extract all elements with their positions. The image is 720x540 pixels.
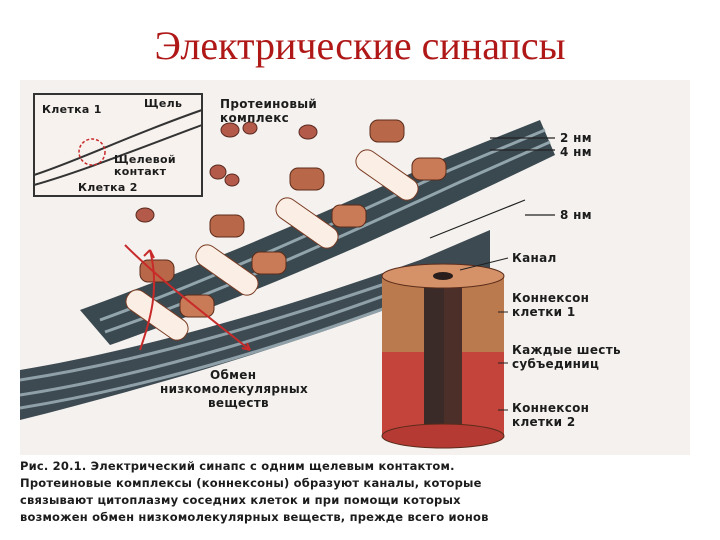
inset-label-cell1: Клетка 1 xyxy=(42,103,102,116)
connexon-pair-1 xyxy=(125,259,215,341)
label-subunits-2: субъединиц xyxy=(512,357,600,371)
inset-label-cell2: Клетка 2 xyxy=(78,181,138,194)
inset-label-gap: Щель xyxy=(144,97,183,110)
slide-title: Электрические синапсы xyxy=(154,23,566,68)
label-subunits-1: Каждые шесть xyxy=(512,343,621,357)
gap-junction-figure: Клетка 1 Щель Щелевой контакт Клетка 2 П… xyxy=(20,80,690,535)
connexon-cylinder xyxy=(381,263,505,449)
connexon-pair-4 xyxy=(355,119,447,201)
membrane-cell-2 xyxy=(20,230,490,420)
caption-line-4: возможен обмен низкомолекулярных веществ… xyxy=(20,510,489,524)
dim-8nm-line xyxy=(429,199,526,239)
caption-line-1: Рис. 20.1. Электрический синапс с одним … xyxy=(20,459,455,473)
cylinder-leader-lines xyxy=(459,257,509,411)
inset-label-gap-contact-2: контакт xyxy=(114,165,167,178)
dimension-lines xyxy=(429,137,555,239)
caption-line-2: Протеиновые комплексы (коннексоны) образ… xyxy=(20,476,482,490)
label-connexon1-1: Коннексон xyxy=(512,291,590,305)
figure-caption: Рис. 20.1. Электрический синапс с одним … xyxy=(20,458,690,526)
vesicles xyxy=(135,121,318,223)
label-channel: Канал xyxy=(512,251,557,265)
exchange-arrows xyxy=(124,244,251,351)
label-exchange-2: низкомолекулярных xyxy=(160,382,309,396)
label-exchange-1: Обмен xyxy=(210,368,257,382)
label-protein-complex-2: комплекс xyxy=(220,111,290,125)
connexon-pair-3 xyxy=(275,167,367,249)
connexon-pairs xyxy=(125,119,447,341)
inset-diagram xyxy=(33,93,203,197)
label-2nm: 2 нм xyxy=(560,131,592,145)
connexon-pair-2 xyxy=(195,214,287,296)
label-exchange-3: веществ xyxy=(208,396,269,410)
label-connexon2-1: Коннексон xyxy=(512,401,590,415)
gap-junction-illustration xyxy=(20,80,690,455)
label-4nm: 4 нм xyxy=(560,145,592,159)
label-connexon1-2: клетки 1 xyxy=(512,305,576,319)
caption-line-3: связывают цитоплазму соседних клеток и п… xyxy=(20,493,461,507)
inset-label-gap-contact-1: Щелевой xyxy=(114,153,176,166)
label-connexon2-2: клетки 2 xyxy=(512,415,576,429)
label-8nm: 8 нм xyxy=(560,208,592,222)
label-protein-complex-1: Протеиновый xyxy=(220,97,318,111)
